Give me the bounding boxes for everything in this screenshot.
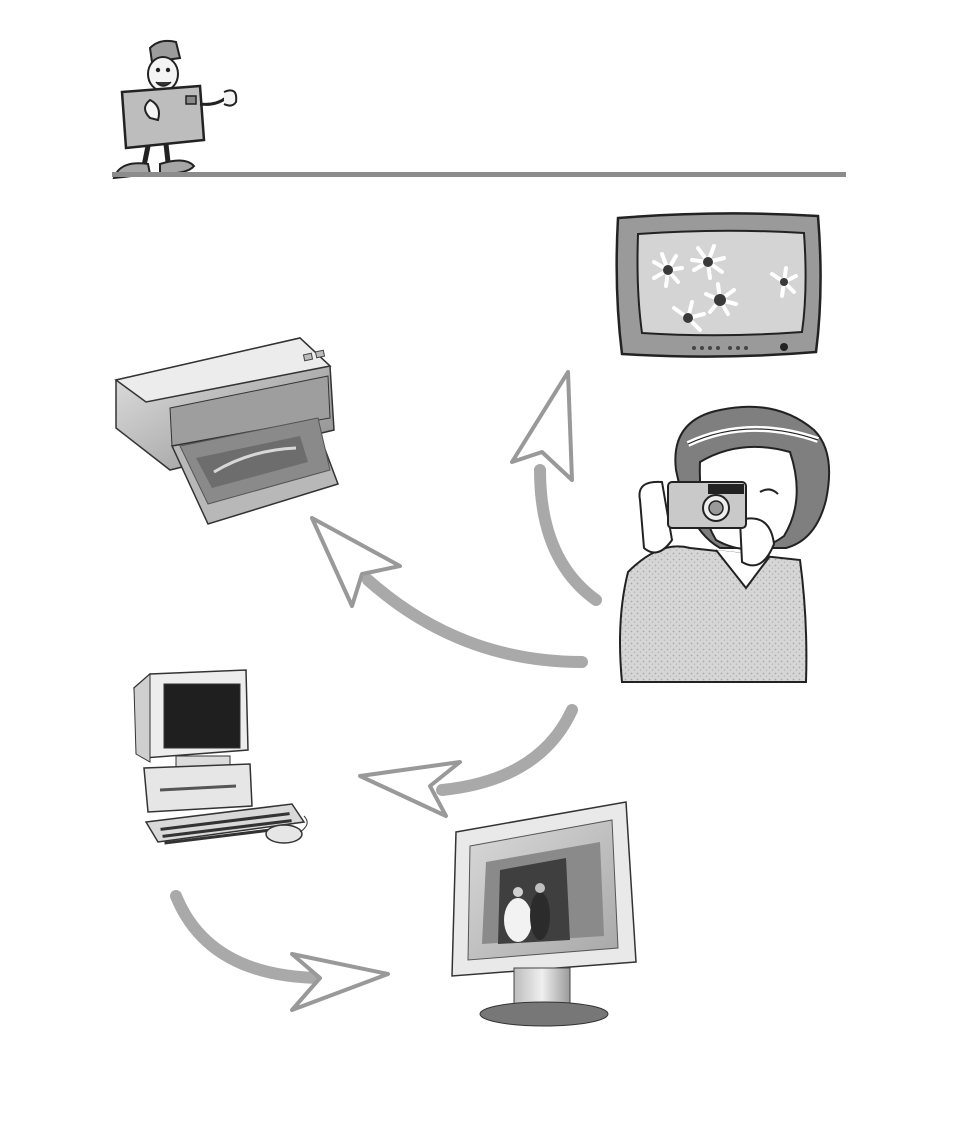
monitor-icon <box>452 802 636 1026</box>
photographer-icon <box>620 407 829 682</box>
arrow-to-printer-icon <box>312 518 582 662</box>
camera-character-icon <box>114 41 236 178</box>
pc-icon <box>134 670 307 845</box>
arrow-pc-to-monitor-icon <box>176 896 388 1010</box>
arrow-to-tv-icon <box>512 372 596 600</box>
arrow-to-pc-icon <box>360 710 572 816</box>
tv-icon <box>617 213 821 356</box>
printer-icon <box>116 338 338 524</box>
header-rule <box>112 172 846 177</box>
